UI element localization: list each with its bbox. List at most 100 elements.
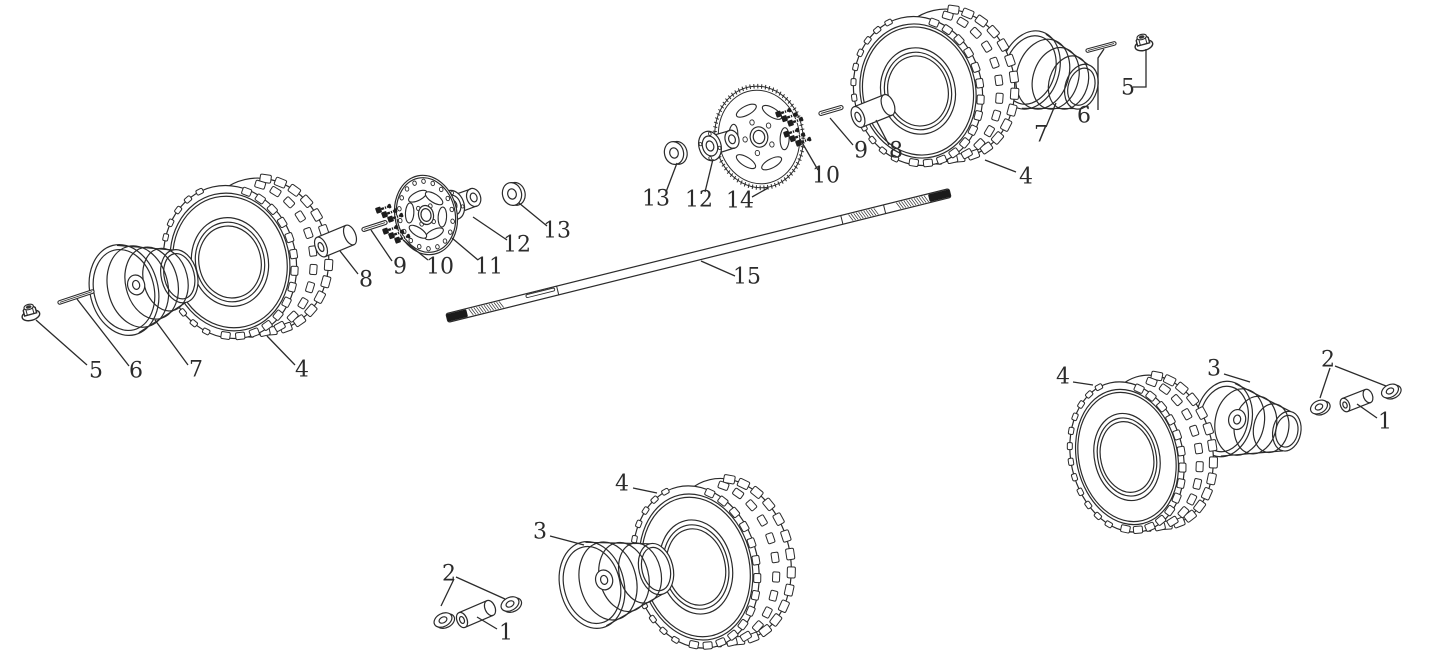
callout-label-2: 2 <box>1321 348 1335 373</box>
leader-line <box>549 535 585 546</box>
callout-spacer-ring-left: 13 <box>518 202 571 244</box>
callout-rim-front-middle: 3 <box>533 520 585 546</box>
leader-line <box>875 119 890 146</box>
callout-label-9: 9 <box>393 255 407 280</box>
callout-pin-rod-left: 6 <box>76 298 143 384</box>
callout-hub-bolts-left: 10 <box>402 239 454 280</box>
callout-spacer-tube-front-right: 1 <box>1356 403 1392 435</box>
callout-label-4: 4 <box>295 358 309 383</box>
callout-label-6: 6 <box>1077 104 1091 129</box>
callout-shaft-key-left: 9 <box>370 229 407 280</box>
part-sprocket-hub <box>698 129 740 162</box>
leader-line <box>1334 365 1387 387</box>
part-tire-front-right <box>1066 370 1218 534</box>
callout-label-13: 13 <box>543 219 571 244</box>
leader-line <box>1045 102 1057 128</box>
leader-line <box>829 117 854 146</box>
callout-label-8: 8 <box>359 268 373 293</box>
leader-line <box>1223 373 1251 383</box>
part-spacer-tube-rear-left <box>313 224 358 258</box>
callout-label-7: 7 <box>189 358 203 383</box>
callout-hub-bolts-right: 10 <box>799 138 840 189</box>
part-spacer-tube-front-right <box>1339 388 1374 413</box>
callout-washers-front-middle: 2 <box>440 562 506 607</box>
callout-label-8: 8 <box>889 139 903 164</box>
callout-spacer-tube-rear-right: 8 <box>875 119 903 164</box>
part-flange-nut-left <box>21 303 41 322</box>
callout-rear-axle: 15 <box>700 260 761 290</box>
callout-rim-rear-right: 7 <box>1034 102 1057 148</box>
leader-line <box>476 616 498 630</box>
part-brake-disc <box>393 174 459 256</box>
callout-label-11: 11 <box>475 255 503 280</box>
leader-line <box>370 229 393 262</box>
callout-tire-rear-left: 4 <box>266 335 309 383</box>
callout-tire-rear-right: 4 <box>984 159 1033 190</box>
leader-line <box>35 319 88 366</box>
part-pin-rod-right <box>1085 41 1117 53</box>
callout-sprocket: 14 <box>726 187 769 214</box>
callout-label-5: 5 <box>1121 76 1135 101</box>
callout-label-9: 9 <box>854 139 868 164</box>
part-pin-rod-left <box>57 289 95 305</box>
part-washer-front-right-b <box>1380 383 1402 400</box>
leader-line <box>1097 48 1105 110</box>
callout-label-10: 10 <box>812 164 840 189</box>
part-flange-nut-right <box>1134 33 1154 52</box>
leader-line <box>1133 49 1147 88</box>
part-spacer-ring-middle <box>663 140 688 165</box>
leader-line <box>455 576 506 600</box>
callout-brake-disc: 11 <box>451 237 503 280</box>
leader-line <box>632 487 658 494</box>
callout-label-2: 2 <box>442 562 456 587</box>
part-shaft-key-right <box>818 105 844 116</box>
callout-flange-nut-left: 5 <box>35 319 103 384</box>
part-spacer-ring-left <box>501 181 526 206</box>
callout-label-4: 4 <box>615 472 629 497</box>
part-washer-front-middle-a <box>433 612 456 629</box>
callout-label-12: 12 <box>503 233 531 258</box>
callout-rim-front-right: 3 <box>1207 357 1251 383</box>
part-rim-rear-left <box>88 244 199 336</box>
callout-label-12: 12 <box>685 188 713 213</box>
leader-line <box>751 187 769 198</box>
callout-label-1: 1 <box>499 621 513 646</box>
part-tire-rear-left <box>160 173 334 341</box>
leader-line <box>266 335 296 366</box>
leader-line <box>472 216 508 241</box>
callout-spacer-tube-rear-left: 8 <box>339 250 373 293</box>
part-rim-front-middle <box>558 541 675 629</box>
leader-line <box>1356 403 1378 419</box>
callout-tire-front-middle: 4 <box>615 472 658 497</box>
callout-flange-nut-right: 5 <box>1121 49 1147 101</box>
callout-rim-rear-left: 7 <box>154 319 203 383</box>
callout-label-4: 4 <box>1056 365 1070 390</box>
part-hub-bolts-left <box>375 203 411 244</box>
callout-label-7: 7 <box>1034 123 1048 148</box>
leader-line <box>1072 381 1094 386</box>
leader-line <box>700 260 736 277</box>
leader-line <box>799 138 819 171</box>
callout-washers-front-right: 2 <box>1319 348 1387 399</box>
part-tire-front-middle <box>629 474 796 650</box>
callout-spacer-tube-front-middle: 1 <box>476 616 513 646</box>
leader-line <box>76 298 130 367</box>
leader-line <box>154 319 189 366</box>
leader-line <box>518 202 548 227</box>
part-spacer-tube-front-middle <box>455 599 497 629</box>
callout-pin-rod-right: 6 <box>1077 48 1105 129</box>
callout-label-3: 3 <box>1207 357 1221 382</box>
part-rear-axle <box>445 188 952 323</box>
leader-line <box>402 239 429 261</box>
callout-spacer-ring-middle: 13 <box>642 162 678 212</box>
callout-label-3: 3 <box>533 520 547 545</box>
leader-line <box>704 158 714 193</box>
part-shaft-key-left <box>361 220 388 232</box>
callout-label-6: 6 <box>129 359 143 384</box>
part-washer-front-right-a <box>1309 399 1331 416</box>
leader-line <box>984 159 1017 173</box>
callout-label-14: 14 <box>726 189 754 214</box>
part-tire-rear-right <box>850 4 1020 168</box>
